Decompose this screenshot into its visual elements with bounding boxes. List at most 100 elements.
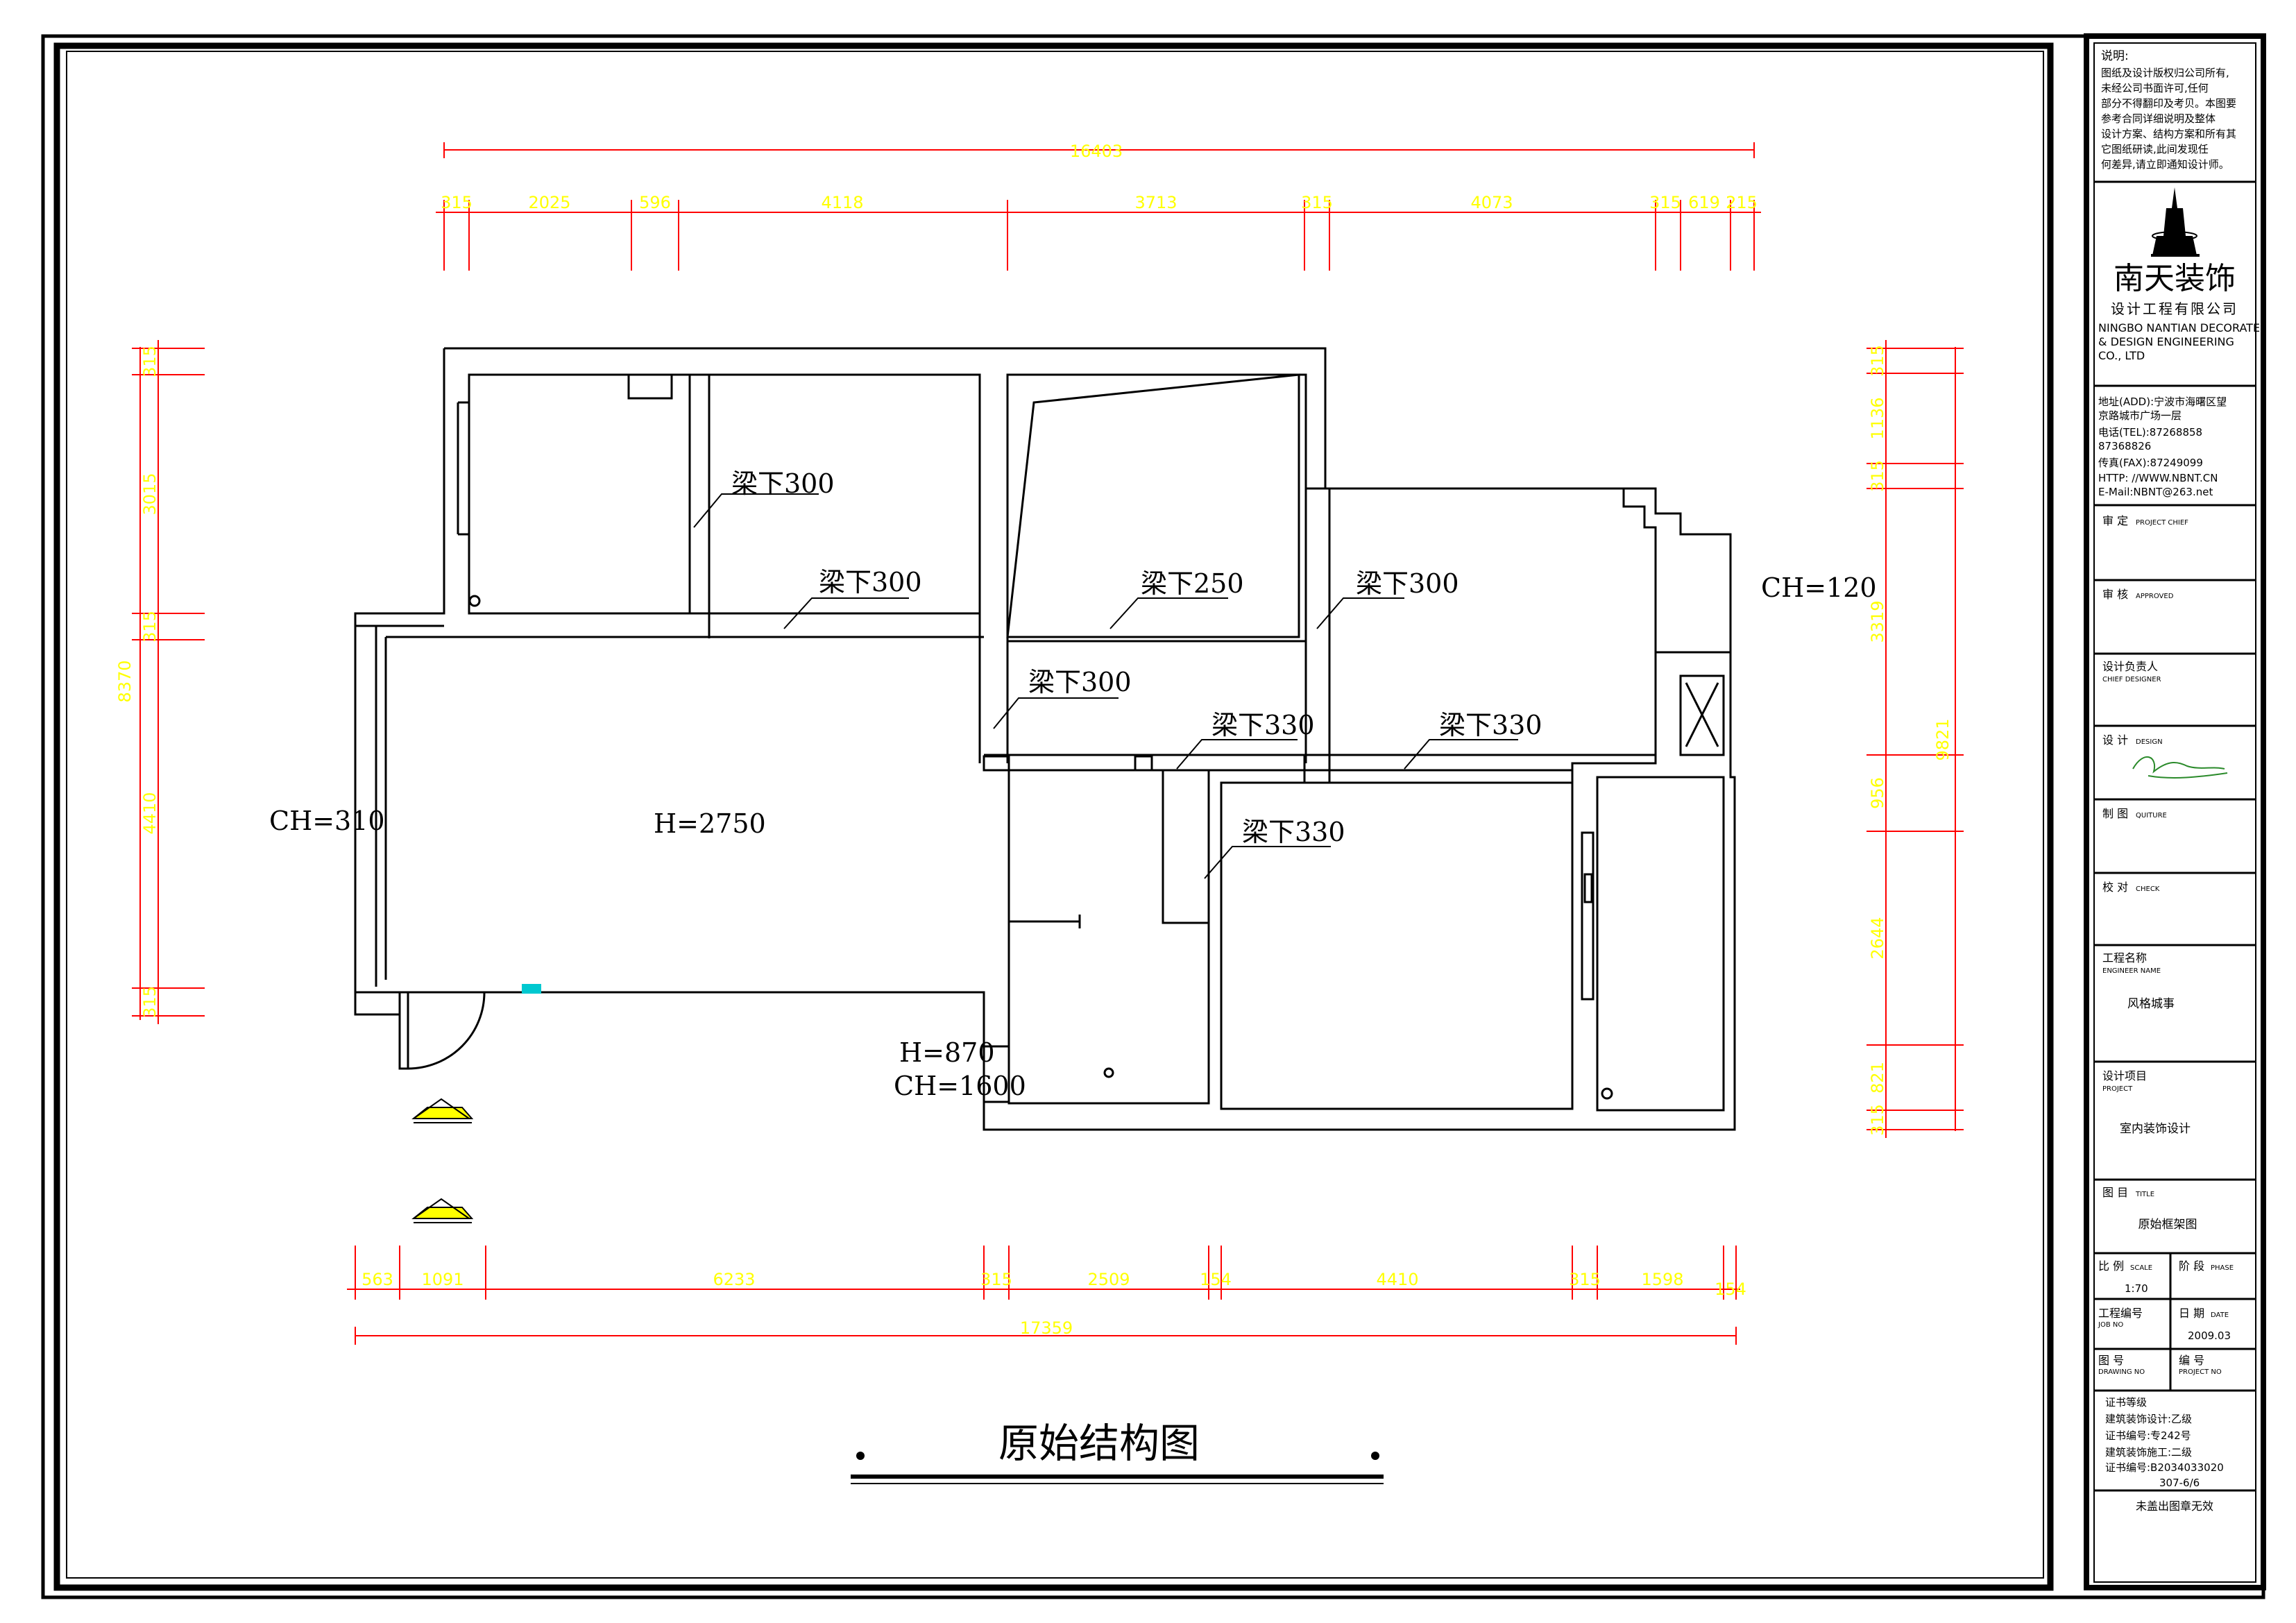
- cert-line-5: 证书编号:B2034033020: [2105, 1461, 2224, 1474]
- bottom-dim-10: 154: [1715, 1280, 1746, 1299]
- left-dim-3: 315: [140, 611, 160, 643]
- date-en: DATE: [2211, 1311, 2229, 1319]
- row-project-cn: 设计项目: [2102, 1069, 2147, 1082]
- left-dim-4: 4410: [140, 792, 160, 834]
- row-drafting-cn: 制 图: [2102, 807, 2128, 820]
- beam-label-6: 梁下330: [1211, 710, 1315, 740]
- floor-plan-walls: [354, 347, 1736, 1131]
- row-approved-cn: 审 核: [2102, 588, 2128, 601]
- company-name-en-2: & DESIGN ENGINEERING: [2098, 335, 2234, 348]
- notes-line-4: 参考合同详细说明及整体: [2101, 112, 2216, 125]
- drawing-no-cn: 图 号: [2098, 1354, 2124, 1367]
- row-design-cn: 设 计: [2102, 733, 2128, 747]
- top-dim-7: 4073: [1470, 193, 1513, 212]
- top-dim-10: 215: [1726, 193, 1758, 212]
- dimension-lines: [132, 142, 1964, 1345]
- h-window-label: H=870: [899, 1037, 995, 1068]
- company-subtitle: 设计工程有限公司: [2111, 300, 2238, 317]
- address-line-3: 电话(TEL):87268858: [2098, 426, 2202, 439]
- row-chief-cn: 审 定: [2102, 514, 2128, 527]
- phase-cn: 阶 段: [2179, 1259, 2204, 1273]
- fixture-box: [627, 373, 673, 400]
- bottom-dim-6: 154: [1200, 1270, 1232, 1289]
- notes-line-5: 设计方案、结构方案和所有其: [2101, 128, 2236, 140]
- address-line-6: HTTP: //WWW.NBNT.CN: [2098, 472, 2218, 484]
- row-title-value: 原始框架图: [2138, 1218, 2197, 1232]
- designer-signature: [2132, 756, 2228, 779]
- drain-marker-1: [468, 595, 481, 607]
- project-no-cn: 编 号: [2179, 1354, 2204, 1367]
- cert-line-3: 证书编号:专242号: [2105, 1429, 2191, 1442]
- notes-line-2: 未经公司书面许可,任何: [2101, 82, 2209, 94]
- left-dim-5: 315: [140, 986, 160, 1018]
- notes-line-6: 它图纸研读,此间发现任: [2101, 143, 2209, 155]
- notes-heading: 说明:: [2101, 49, 2129, 63]
- ch-window-label: CH=1600: [894, 1071, 1026, 1101]
- bottom-dim-1: 563: [362, 1270, 393, 1289]
- drain-marker-2: [1103, 1067, 1114, 1078]
- title-dot-right: [1371, 1452, 1379, 1460]
- stamp-note: 未盖出图章无效: [2136, 1499, 2213, 1513]
- address-line-5: 传真(FAX):87249099: [2098, 457, 2203, 469]
- bottom-dim-2: 1091: [421, 1270, 464, 1289]
- right-dim-1: 315: [1868, 345, 1887, 377]
- left-dim-1: 315: [140, 346, 160, 377]
- row-project-value: 室内装饰设计: [2120, 1122, 2191, 1136]
- job-en: JOB NO: [2098, 1321, 2123, 1329]
- drawing-border: [53, 42, 2054, 1591]
- phase-en: PHASE: [2211, 1264, 2234, 1272]
- beam-label-4: 梁下300: [1356, 568, 1459, 599]
- date-value: 2009.03: [2188, 1329, 2231, 1342]
- notes-line-3: 部分不得翻印及考贝。本图要: [2101, 97, 2236, 110]
- address-line-4: 87368826: [2098, 440, 2151, 452]
- scale-value: 1:70: [2125, 1282, 2148, 1295]
- right-total-dim: 9821: [1933, 718, 1953, 760]
- company-name-en-1: NINGBO NANTIAN DECORATE: [2098, 321, 2260, 334]
- drain-marker-3: [1601, 1087, 1613, 1100]
- right-dim-2: 1136: [1868, 397, 1887, 439]
- address-line-2: 京路城市广场一层: [2098, 409, 2182, 422]
- dimension-text: 16403 315 2025 596 4118 3713 315 4073 31…: [115, 142, 1953, 1338]
- ch-left-label: CH=310: [269, 806, 385, 836]
- row-engineer-value: 风格城事: [2127, 997, 2175, 1011]
- address-line-7: E-Mail:NBNT@263.net: [2098, 486, 2213, 498]
- job-cn: 工程编号: [2098, 1307, 2143, 1320]
- title-block-border: [2084, 33, 2266, 1590]
- row-design-en: DESIGN: [2136, 738, 2163, 746]
- address-line-1: 地址(ADD):宁波市海曙区望: [2098, 396, 2227, 408]
- cyan-marker: [522, 984, 541, 994]
- beam-label-1: 梁下300: [731, 468, 835, 499]
- right-dim-6: 2644: [1868, 917, 1887, 959]
- row-designer-en: CHIEF DESIGNER: [2102, 676, 2161, 683]
- height-main-label: H=2750: [654, 808, 766, 839]
- title-block: 说明: 图纸及设计版权归公司所有, 未经公司书面许可,任何 部分不得翻印及考贝。…: [2094, 49, 2260, 1513]
- top-total-dim: 16403: [1070, 142, 1123, 161]
- ch-right-label: CH=120: [1761, 572, 1877, 603]
- left-dim-2: 3015: [140, 473, 160, 515]
- right-dim-8: 315: [1868, 1104, 1887, 1136]
- drawing-no-en: DRAWING NO: [2098, 1368, 2145, 1376]
- drawing-title: 原始结构图: [998, 1420, 1200, 1467]
- elevation-marker-2: [411, 1198, 474, 1223]
- date-cn: 日 期: [2179, 1307, 2204, 1320]
- notes-line-7: 何差异,请立即通知设计师。: [2101, 158, 2229, 171]
- entry-door: [398, 991, 486, 1070]
- row-engineer-cn: 工程名称: [2102, 951, 2147, 965]
- company-name-en-3: CO., LTD: [2098, 349, 2145, 362]
- bottom-total-dim: 17359: [1020, 1318, 1073, 1338]
- right-dim-4: 3319: [1868, 600, 1887, 643]
- right-dim-3: 315: [1868, 460, 1887, 492]
- row-check-cn: 校 对: [2102, 881, 2128, 894]
- top-dim-2: 2025: [528, 193, 570, 212]
- row-check-en: CHECK: [2136, 885, 2160, 893]
- top-dim-1: 315: [441, 193, 473, 212]
- title-dot-left: [856, 1452, 865, 1460]
- beam-label-2: 梁下300: [819, 567, 922, 597]
- top-dim-6: 315: [1301, 193, 1333, 212]
- drawing-inner-border: [66, 51, 2044, 1579]
- cert-line-2: 建筑装饰设计:乙级: [2105, 1413, 2192, 1425]
- top-dim-8: 315: [1649, 193, 1681, 212]
- title-block-inner: [2093, 42, 2256, 1583]
- row-title-cn: 图 目: [2102, 1186, 2128, 1199]
- bottom-dim-4: 315: [980, 1270, 1012, 1289]
